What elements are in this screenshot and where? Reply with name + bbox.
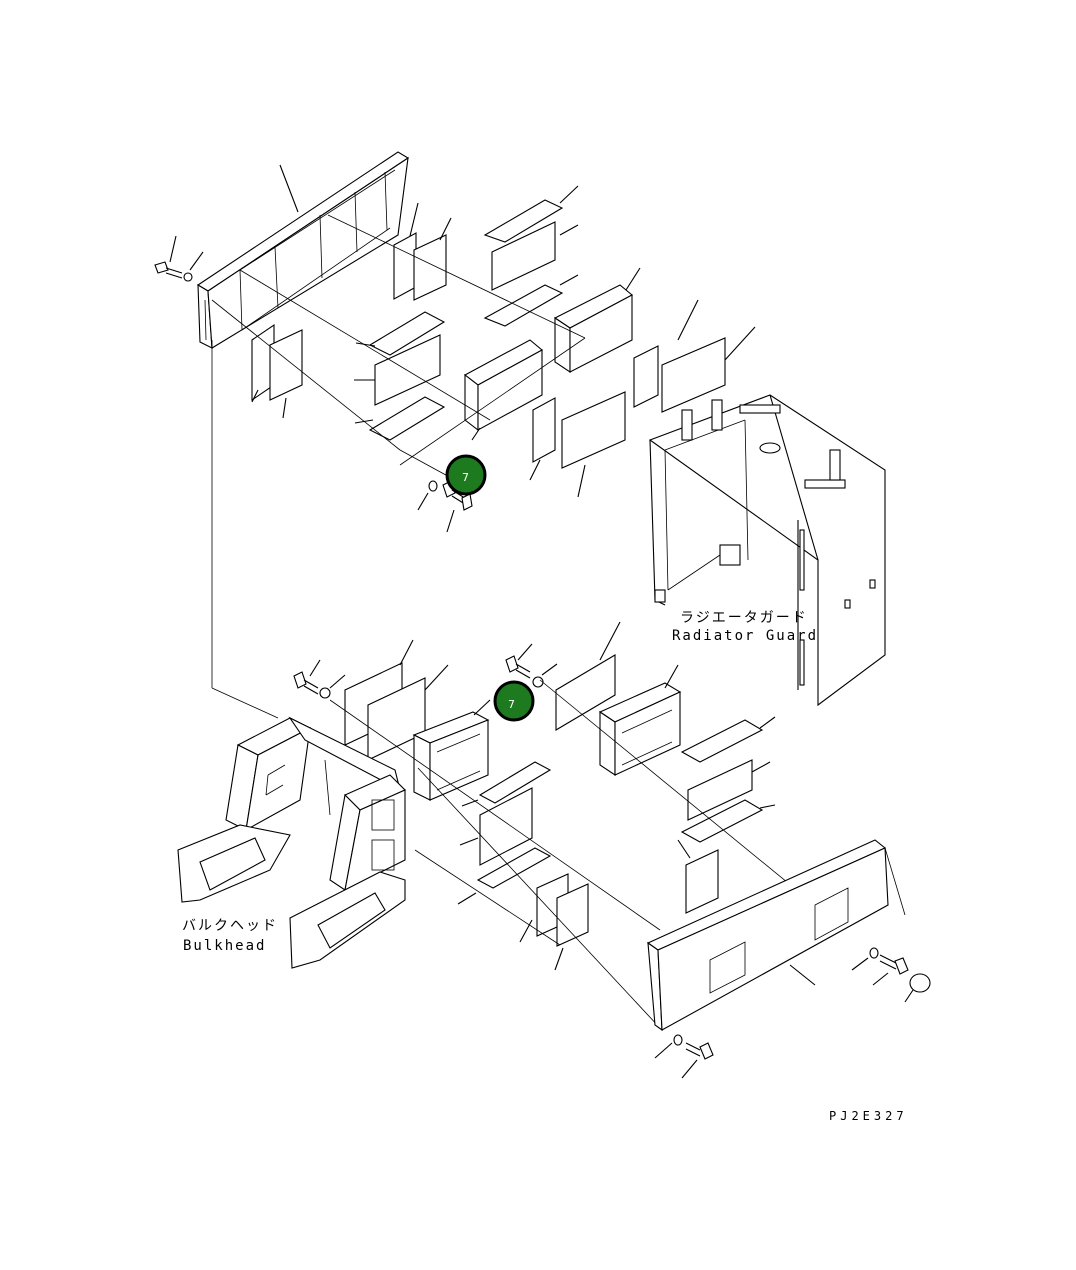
bulkhead-label-en: Bulkhead <box>183 938 266 954</box>
bottom-panel <box>646 839 906 1032</box>
cover-plate <box>687 759 753 821</box>
bulkhead-label-jp: バルクヘッド <box>182 918 278 934</box>
callout-number: 7 <box>508 698 515 711</box>
cover-plate <box>491 221 556 291</box>
pad <box>555 654 616 731</box>
washer <box>869 947 879 959</box>
cap-nut <box>909 973 931 993</box>
pad <box>393 232 417 300</box>
cover-plate <box>483 284 564 327</box>
pad <box>685 849 719 914</box>
cover-plate <box>479 787 533 866</box>
washer <box>673 1034 683 1046</box>
washer <box>532 676 544 688</box>
pad <box>661 337 726 413</box>
cover-plate <box>476 847 552 889</box>
pad <box>561 391 626 469</box>
pad <box>413 234 447 301</box>
bulkhead <box>177 716 406 969</box>
drawing-code: PJ2E327 <box>829 1109 908 1123</box>
cover-plate <box>368 311 446 356</box>
pad <box>532 397 556 463</box>
box-cover <box>463 339 543 432</box>
bolt <box>442 480 473 511</box>
pad <box>269 329 303 401</box>
bolt <box>293 671 319 695</box>
radiator-guard <box>648 394 886 707</box>
bolt <box>505 655 531 679</box>
washer <box>319 687 331 699</box>
callout-badge[interactable]: 7 <box>445 454 487 496</box>
washer <box>428 480 438 492</box>
cover-plate <box>680 719 764 763</box>
top-frame-beam <box>196 151 410 349</box>
bolt <box>154 261 183 279</box>
bolt <box>685 1042 714 1060</box>
cover-plate <box>680 799 764 843</box>
cover-plate <box>368 396 446 441</box>
cover-plate <box>374 334 441 406</box>
cover-plate <box>478 761 552 804</box>
bolt <box>879 954 909 975</box>
radiator-guard-label-jp: ラジエータガード <box>680 610 808 626</box>
radiator-guard-label-en: Radiator Guard <box>672 628 818 644</box>
pad <box>633 345 659 408</box>
washer <box>183 272 193 282</box>
callout-number: 7 <box>462 471 469 484</box>
pad <box>556 883 589 947</box>
cover-plate <box>483 199 564 243</box>
box-cover <box>553 284 633 374</box>
callout-badge[interactable]: 7 <box>493 680 535 722</box>
